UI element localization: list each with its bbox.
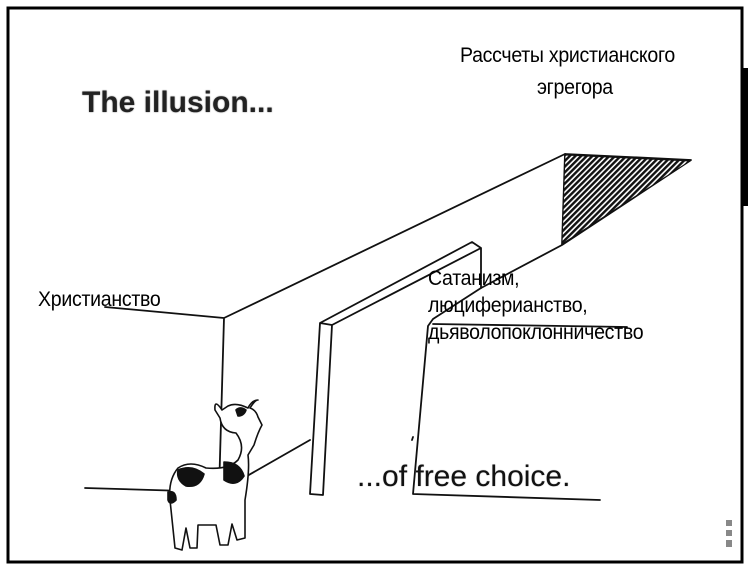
cow-icon — [167, 399, 263, 551]
right-wall — [411, 287, 628, 501]
artist-signature — [726, 520, 732, 547]
panel-border — [6, 6, 744, 564]
destination-label-line1: Рассчеты христианского — [460, 44, 675, 67]
edge-bar — [742, 68, 748, 206]
right-path-label-line1: Сатанизм, — [428, 267, 520, 290]
right-path-label-line2: люциферианство, — [428, 294, 588, 317]
middle-partition — [309, 241, 482, 496]
destination-label-line2: эгрегора — [537, 76, 613, 99]
title-top: The illusion... — [82, 86, 274, 119]
left-path-label: Христианство — [38, 288, 161, 311]
title-bottom: ...of free choice. — [357, 460, 571, 493]
destination-shadow — [561, 154, 692, 245]
right-path-label-line3: дьяволопоклонничество — [428, 321, 644, 344]
